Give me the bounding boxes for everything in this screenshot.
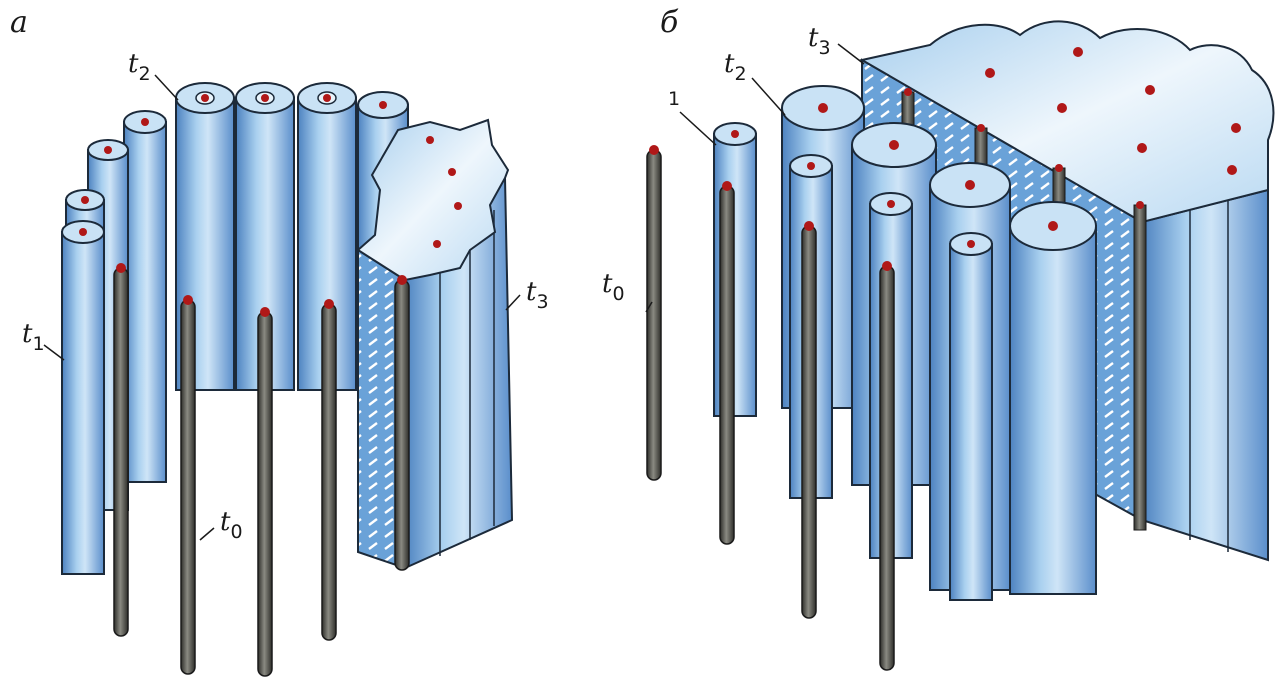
label-b-t3: t3 [808,23,831,59]
tube [297,82,357,391]
panel-a-block-t3 [356,118,514,570]
rod [113,263,129,637]
panel-b-letter: б [660,5,679,40]
rod [257,307,273,677]
label-a-t1: t1 [22,319,45,355]
panel-b: б [602,5,1275,671]
rod [180,295,196,675]
label-a-t3: t3 [526,277,549,313]
panel-b-rods-t0 [646,145,895,671]
rod [719,181,735,545]
rod [879,261,895,671]
panel-b-leaders [645,43,865,313]
label-a-t2: t2 [128,49,151,85]
rod [394,275,410,571]
tube [123,110,167,483]
panel-a-letter: а [10,5,28,40]
label-b-t0: t0 [602,269,625,305]
panel-a-tubes-t1 [61,110,167,575]
tube [1009,201,1097,595]
label-b-1: 1 [668,88,680,110]
label-a-t0: t0 [220,507,243,543]
tube [949,232,993,601]
label-b-t2: t2 [724,49,747,85]
rod [801,221,817,619]
rod [321,299,337,641]
panel-a-leaders [43,74,521,541]
panel-a-rods-t0 [113,263,410,677]
panel-a: а [10,5,549,677]
tube [61,220,105,575]
rod [646,145,662,481]
